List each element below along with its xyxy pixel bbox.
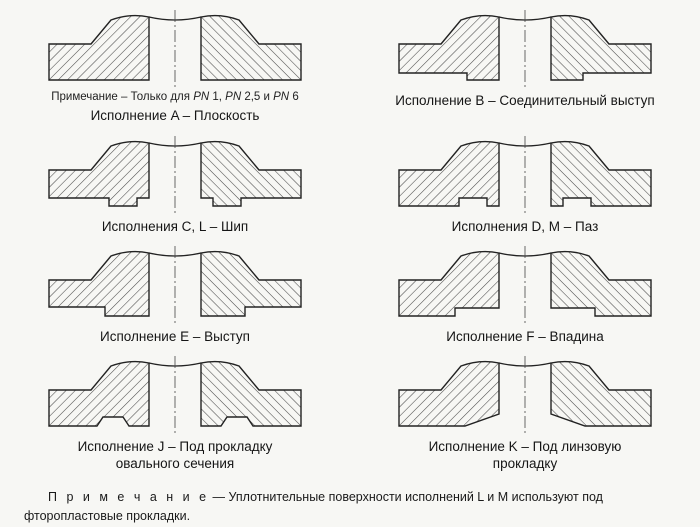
figure-cell-k: Исполнение K – Под линзовую прокладку [350, 354, 700, 478]
figure-cell-f: Исполнение F – Впадина [350, 244, 700, 354]
pn-note-text: Примечание – Только для [51, 91, 194, 103]
figure-cell-b: Исполнение B – Соединительный выступ [350, 8, 700, 134]
bottom-note: П р и м е ч а н и е — Уплотнительные пов… [24, 488, 676, 527]
flange-section-e-diagram [48, 246, 302, 324]
flange-figure-grid: Примечание – Только для PN 1, PN 2,5 и P… [0, 8, 700, 478]
pn-note-text: 6 [289, 91, 299, 103]
figure-cell-a: Примечание – Только для PN 1, PN 2,5 и P… [0, 8, 350, 134]
pn-applicability-note: Примечание – Только для PN 1, PN 2,5 и P… [51, 91, 298, 103]
pn-note-text: PN [273, 91, 290, 103]
figure-cell-j: Исполнение J – Под прокладку овального с… [0, 354, 350, 478]
figure-cell-e: Исполнение E – Выступ [0, 244, 350, 354]
bottom-note-label: П р и м е ч а н и е [48, 490, 210, 504]
caption-execution-f: Исполнение F – Впадина [446, 329, 604, 344]
flange-section-j-diagram [48, 356, 302, 434]
caption-execution-a: Исполнение A – Плоскость [90, 108, 260, 123]
flange-section-b-diagram [398, 10, 652, 88]
flange-section-f-diagram [398, 246, 652, 324]
flange-section-cl-diagram [48, 136, 302, 214]
caption-execution-j: Исполнение J – Под прокладку овального с… [77, 439, 273, 471]
pn-note-text: 2,5 и [241, 91, 274, 103]
caption-executions-dm: Исполнения D, M – Паз [451, 219, 599, 234]
caption-execution-k: Исполнение K – Под линзовую прокладку [428, 439, 622, 471]
caption-execution-e: Исполнение E – Выступ [100, 329, 250, 344]
figure-cell-dm: Исполнения D, M – Паз [350, 134, 700, 244]
figure-cell-cl: Исполнения C, L – Шип [0, 134, 350, 244]
flange-section-dm-diagram [398, 136, 652, 214]
flange-section-k-diagram [398, 356, 652, 434]
pn-note-text: PN [225, 91, 242, 103]
pn-note-text: 1, [209, 91, 226, 103]
flange-section-a-diagram [48, 10, 302, 88]
caption-execution-b: Исполнение B – Соединительный выступ [395, 93, 655, 108]
pn-note-text: PN [193, 91, 210, 103]
caption-executions-cl: Исполнения C, L – Шип [101, 219, 249, 234]
